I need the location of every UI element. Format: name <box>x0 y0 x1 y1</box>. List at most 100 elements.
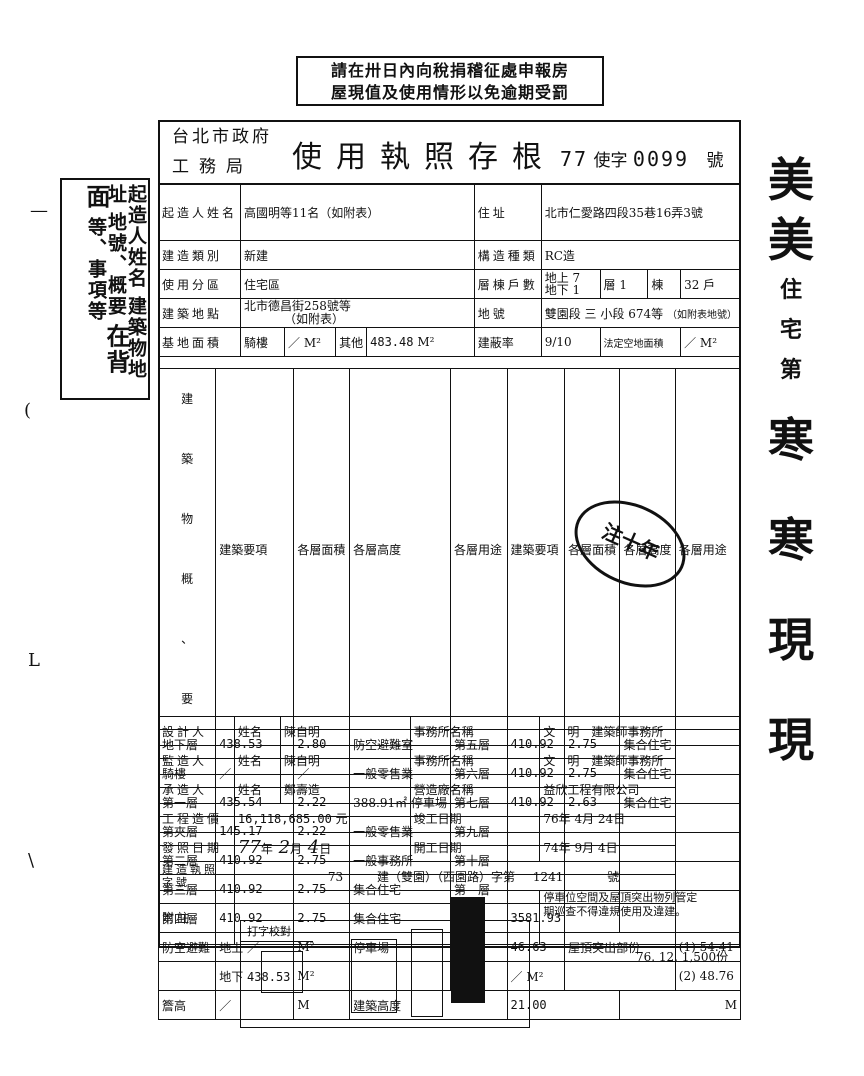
margin-mark: \ <box>28 850 35 871</box>
site-value: 北市德昌街258號等 <box>244 299 351 313</box>
bldg-height-value: 21.00 <box>506 990 621 1020</box>
bldg-count: 1 <box>619 277 627 292</box>
finish-year: 76 <box>543 811 559 826</box>
proofread-stamp-area: 打字校對 <box>240 897 530 1028</box>
tax-notice-box: 請在卅日內向稅捐稽征處申報房 屋現值及使用情形以免逾期受罰 <box>296 56 604 106</box>
agency-name-line-2: 工務局 <box>172 157 253 177</box>
cost-value: 16,118,685.00 <box>237 811 332 826</box>
site-label: 建築地點 <box>157 298 242 328</box>
other-value: 483.48 <box>370 335 414 349</box>
margin-mark: — <box>30 200 48 221</box>
site-cell: 北市德昌街258號等 （如附表） <box>240 298 475 328</box>
floors-values: 地上 7 地下 1 <box>540 269 601 299</box>
supervisor-office: 文 明 <box>543 753 580 768</box>
contractor-name-label: 姓名 <box>233 774 281 804</box>
official-seal <box>451 897 485 1003</box>
open-space-value: ／ <box>684 335 697 350</box>
building-side-char: 概 <box>181 572 194 586</box>
small-seal <box>261 951 303 993</box>
issue-month-char: 月 <box>290 841 303 856</box>
signature-seal <box>351 939 397 1013</box>
designer-label: 設計人 <box>158 716 235 746</box>
shelter-below-value: 438.53 <box>247 969 291 984</box>
remarks-blank <box>233 890 541 945</box>
units-count: 32 <box>684 277 700 292</box>
lot-small: 小段 <box>600 306 625 321</box>
coverage-value: 9/10 <box>540 327 601 357</box>
lot-note: （如附表地號） <box>666 309 737 321</box>
finish-month-char: 月 <box>582 811 595 826</box>
arcade-value: ／ <box>288 335 301 350</box>
build-type-value: 新建 <box>240 240 475 270</box>
company-label: 營造廠名稱 <box>409 774 541 804</box>
open-space-unit: M² <box>699 335 718 350</box>
contractor-name: 鄭壽造 <box>279 774 411 804</box>
handwriting-char: 現 <box>768 713 814 767</box>
tax-notice-line-1: 請在卅日內向稅捐稽征處申報房 <box>330 61 569 80</box>
right-margin-handwriting: 美 美 住 宅 第 寒 寒 現 現 <box>756 150 826 870</box>
side-note-box: 起造人姓名 建築物地址 地號、概要 在背面 等、事項等 <box>60 178 150 400</box>
builder-label: 起造人姓名 <box>157 184 242 241</box>
shelter-below-label: 地下 <box>219 969 244 984</box>
handwriting-char: 美 <box>768 213 814 267</box>
remarks-line-1: 停車位空間及屋頂突出物列管定 <box>543 891 698 905</box>
other-label: 其他 <box>335 327 368 357</box>
site-note: （如附表） <box>284 312 345 326</box>
structure-value: RC造 <box>540 240 742 270</box>
build-type-label: 建造類別 <box>157 240 242 270</box>
building-side-char: 物 <box>181 512 194 526</box>
handwriting-char: 宅 <box>779 317 802 343</box>
bldg-height-label: 建築高度 <box>349 990 508 1020</box>
agency-name-line-1: 台北市政府 <box>172 127 272 147</box>
header-divider <box>158 183 741 184</box>
start-date: 74年 9月 4日 <box>539 832 741 862</box>
roof-blank <box>564 961 676 991</box>
other-unit: M² <box>417 335 435 349</box>
issue-day-char: 日 <box>319 841 332 856</box>
start-month: 9 <box>574 840 583 855</box>
bldg-unit: 棟 <box>647 269 682 299</box>
floors-unit: 層 1 <box>599 269 649 299</box>
supervisor-office-label: 事務所名稱 <box>409 745 541 775</box>
permit-ref-hao: 號 <box>607 869 620 884</box>
supervisor-name-label: 姓名 <box>233 745 281 775</box>
lot-label: 地號 <box>473 298 542 328</box>
supervisor-office-suffix: 建築師事務所 <box>591 753 664 768</box>
permit-number: 77 使字 0099 號 <box>560 146 723 171</box>
eave-value: ／ <box>215 990 295 1020</box>
permit-ref-cell: 73 建（雙園）（西園路）字第 1241 號 <box>233 861 742 891</box>
signature-seal <box>411 929 443 1017</box>
shelter-blank <box>157 961 217 991</box>
permit-grid: 起造人姓名 高國明等11名（如附表） 住址 北市仁愛路四段35巷16弄3號 建造… <box>157 184 742 357</box>
header-height: 各層高度 <box>349 368 451 730</box>
cost-cell: 16,118,685.00 元 <box>233 803 411 833</box>
contractor-label: 承造人 <box>158 774 235 804</box>
building-side-char: 、 <box>181 632 194 646</box>
zoning-value: 住宅區 <box>240 269 475 299</box>
issue-year: 77 <box>237 836 261 858</box>
header-area-right: 各層面積 <box>564 368 621 730</box>
start-day: 4 <box>597 840 606 855</box>
shelter-below-cell: 地下 438.53 <box>215 961 295 991</box>
supervisor-label: 監造人 <box>158 745 235 775</box>
building-side-label: 建 築 物 概 、 要 <box>157 368 217 730</box>
start-label: 開工日期 <box>409 832 541 862</box>
side-note-col-1: 起造人姓名 <box>125 184 147 289</box>
lot-cell: 雙園段 三 小段 674等 （如附表地號） <box>540 298 742 328</box>
permit-year: 77 <box>560 147 589 171</box>
side-note-col-5: 等、事項等 <box>85 216 107 322</box>
side-note-col-3: 地號、概要 <box>105 211 127 317</box>
header-height-right: 各層高度 <box>619 368 676 730</box>
open-space-cell: ／ M² <box>680 327 741 357</box>
finish-year-char: 年 <box>558 811 571 826</box>
designer-name: 陳自明 <box>279 716 411 746</box>
remarks-line-2: 期巡查不得違規使用及違建。 <box>543 905 687 918</box>
designer-office-cell: 文 明 建築師事務所 <box>539 716 741 746</box>
builder-value: 高國明等11名（如附表） <box>240 184 475 241</box>
margin-mark: L <box>28 650 40 671</box>
header-use: 各層用途 <box>449 368 508 730</box>
designer-office-suffix: 建築師事務所 <box>591 724 664 739</box>
finish-day-char: 日 <box>613 811 626 826</box>
finish-month: 4 <box>574 811 583 826</box>
start-year-char: 年 <box>558 840 571 855</box>
